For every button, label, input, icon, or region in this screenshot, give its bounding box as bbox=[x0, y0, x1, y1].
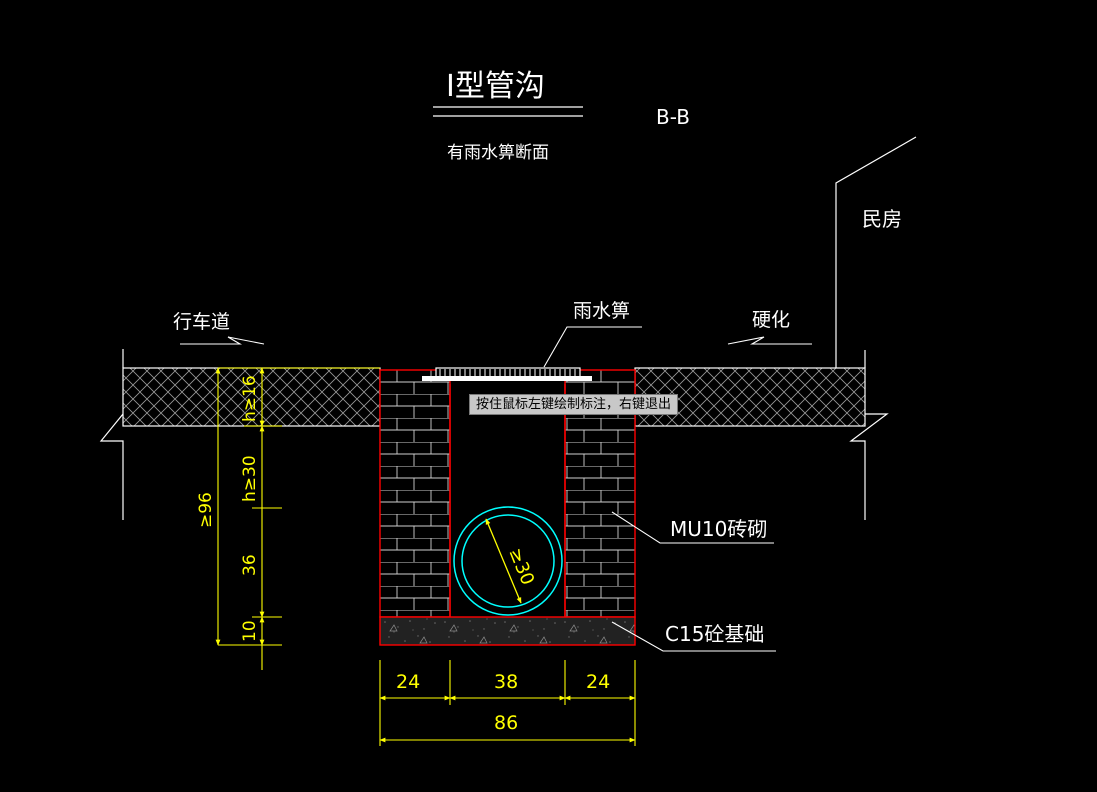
section-label: B-B bbox=[656, 105, 690, 129]
ground-lines bbox=[99, 349, 889, 520]
brick-wall-left bbox=[379, 369, 451, 618]
foundation-leader bbox=[611, 621, 776, 652]
foundation-label: C15砼基础 bbox=[665, 622, 764, 646]
dim-10: 10 bbox=[240, 620, 260, 642]
dim-wall-left: 24 bbox=[396, 671, 420, 693]
command-tooltip: 按住鼠标左键绘制标注，右键退出 bbox=[469, 394, 679, 415]
pavement-left bbox=[122, 367, 381, 427]
drawing-subtitle: 有雨水箅断面 bbox=[447, 143, 549, 163]
grate-leader bbox=[543, 326, 642, 368]
roadway-leader bbox=[180, 336, 265, 345]
brick-leader bbox=[611, 511, 774, 544]
dim-h30: h≥30 bbox=[240, 455, 260, 502]
grate-label: 雨水箅 bbox=[573, 300, 630, 322]
rain-grate bbox=[422, 367, 592, 381]
horizontal-dimensions bbox=[379, 660, 636, 746]
roadway-label: 行车道 bbox=[173, 311, 230, 333]
dim-inner: 38 bbox=[494, 671, 518, 693]
dim-total-96: ≥96 bbox=[196, 492, 216, 528]
concrete-foundation bbox=[379, 616, 636, 646]
dim-total-86: 86 bbox=[494, 712, 518, 734]
residence-label: 民房 bbox=[862, 207, 902, 231]
hardened-label: 硬化 bbox=[752, 309, 790, 331]
pipe-dimension: ≥30 bbox=[504, 545, 538, 588]
drain-pipe bbox=[453, 506, 563, 616]
title-block: I型管沟 B-B 有雨水箅断面 bbox=[433, 69, 690, 163]
dim-36: 36 bbox=[240, 554, 260, 576]
hardened-leader bbox=[727, 336, 812, 345]
residence-outline bbox=[835, 136, 917, 368]
vertical-dimensions bbox=[215, 367, 380, 670]
brick-label: MU10砖砌 bbox=[670, 517, 767, 541]
dim-h16: h≥16 bbox=[240, 375, 260, 422]
dim-wall-right: 24 bbox=[586, 671, 610, 693]
drawing-title: I型管沟 bbox=[446, 69, 545, 104]
